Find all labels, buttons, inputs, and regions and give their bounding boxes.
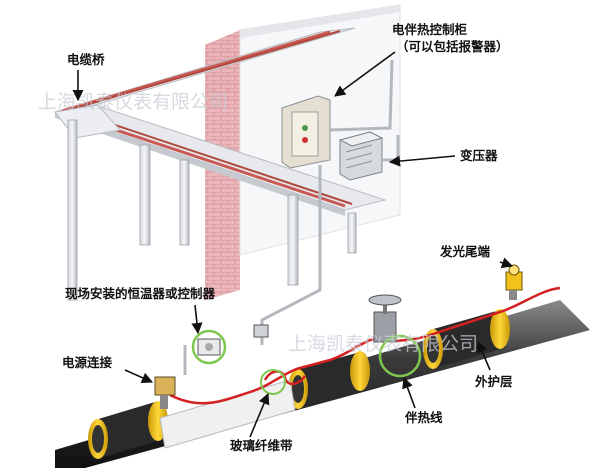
label-end-seal: 发光尾端 [439,244,491,259]
transformer [338,131,384,181]
label-cable-tray: 电缆桥 [67,52,105,67]
label-transformer: 变压器 [460,148,498,163]
thermostat [191,324,269,365]
label-control-cabinet: 电伴热控制柜 [392,22,468,37]
label-outer-jacket: 外护层 [474,374,513,389]
label-control-cabinet-note: （可以包括报警器） [396,39,509,54]
insulation-segment [288,351,370,409]
heating-cable [169,286,561,405]
insulation-segment [423,309,510,369]
valve [368,294,402,343]
leader-arrows [72,51,514,438]
label-glass-fiber-tape: 玻璃纤维带 [230,438,293,453]
label-thermostat: 现场安装的恒温器或控制器 [65,286,216,301]
label-power-connection: 电源连接 [62,355,113,370]
cable-tray [54,27,387,216]
watermark-bottom: 上海凯泰仪表有限公司 [288,333,478,355]
power-connection-box [154,376,176,409]
label-heat-tracing-cable: 伴热线 [404,410,443,425]
tray-supports [67,119,357,301]
control-cabinet [281,95,331,169]
watermark-top: 上海凯泰仪表有限公司 [38,91,228,113]
insulation-segment [88,401,168,459]
end-seal [505,264,523,300]
highlight-circle [260,369,286,395]
highlight-circle [378,334,422,378]
